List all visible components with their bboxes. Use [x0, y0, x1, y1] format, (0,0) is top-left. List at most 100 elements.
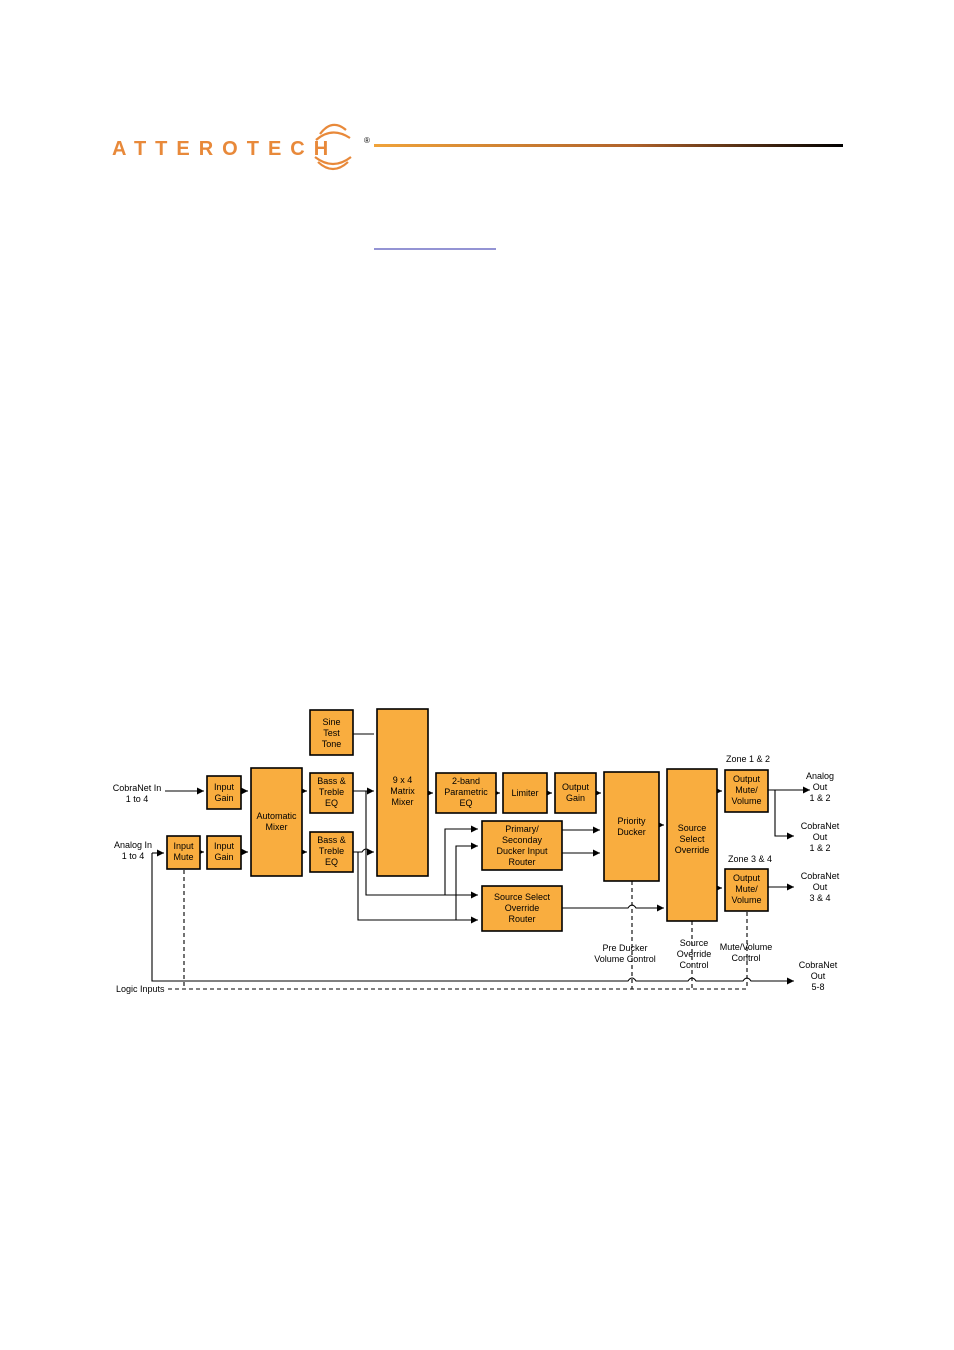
zone-1-2-label: Zone 1 & 2	[726, 754, 770, 764]
diagram-label-text: Ducker	[617, 827, 646, 837]
diagram-label-text: Matrix	[390, 786, 415, 796]
source-override-control-label: Source Override Control	[677, 938, 712, 970]
source-select-override-block: Source Select Override	[666, 768, 718, 922]
diagram-label-text: 1 & 2	[809, 793, 830, 803]
diagram-label-text: Router	[508, 914, 535, 924]
sine-test-tone-block: Sine Test Tone	[309, 709, 354, 756]
diagram-label-text: 1 to 4	[126, 794, 149, 804]
diagram-label-text: 9 x 4	[393, 775, 413, 785]
diagram-label-text: 5-8	[811, 982, 824, 992]
automatic-mixer-block: Automatic Mixer	[250, 767, 303, 877]
input-mute-block: Input Mute	[166, 835, 201, 870]
diagram-label-text: Mute/	[735, 884, 758, 894]
diagram-label-text: Priority	[617, 816, 646, 826]
zone-3-4-label: Zone 3 & 4	[728, 854, 772, 864]
diagram-label-text: Limiter	[511, 788, 538, 798]
signal-wires	[151, 733, 810, 990]
logic-inputs-label: Logic Inputs	[116, 984, 165, 994]
diagram-label-text: Input	[214, 782, 235, 792]
registered-mark: ®	[364, 136, 370, 145]
diagram-label-text: CobraNet	[799, 960, 838, 970]
diagram-label-text: EQ	[325, 857, 338, 867]
diagram-label-text: Mute/Volume	[720, 942, 773, 952]
bass-treble-eq-1-block: Bass & Treble EQ	[309, 772, 354, 814]
diagram-label-text: Volume Control	[594, 954, 656, 964]
diagram-label-text: CobraNet	[801, 821, 840, 831]
diagram-label-text: Out	[813, 782, 828, 792]
diagram-label-text: Pre Ducker	[602, 943, 647, 953]
diagram-label-text: 2-band	[452, 776, 480, 786]
cobranet-in-label: CobraNet In 1 to 4	[113, 783, 162, 804]
diagram-label-text: Analog	[806, 771, 834, 781]
diagram-label-text: Input	[214, 841, 235, 851]
input-gain-cobranet-block: Input Gain	[206, 775, 242, 810]
diagram-label-text: Treble	[319, 846, 344, 856]
diagram-label-text: 1 & 2	[809, 843, 830, 853]
diagram-label-text: Test	[323, 728, 340, 738]
diagram-label-text: Primary/	[505, 824, 539, 834]
diagram-label-text: Mixer	[392, 797, 414, 807]
mute-volume-control-label: Mute/Volume Control	[720, 942, 773, 963]
output-mute-volume-zone-3-4-block: Output Mute/ Volume	[724, 868, 769, 912]
matrix-mixer-block: 9 x 4 Matrix Mixer	[376, 708, 429, 877]
diagram-label-text: Control	[731, 953, 760, 963]
logo-swirl-icon	[314, 123, 352, 171]
priority-ducker-block: Priority Ducker	[603, 771, 660, 882]
diagram-label-text: Bass &	[317, 835, 346, 845]
diagram-label-text: Volume	[731, 895, 761, 905]
diagram-label-text: Out	[811, 971, 826, 981]
diagram-label-text: Gain	[214, 793, 233, 803]
diagram-label-text: CobraNet	[801, 871, 840, 881]
diagram-label-text: Source	[680, 938, 709, 948]
diagram-label-text: Automatic	[256, 811, 297, 821]
ducker-input-router-block: Primary/ Seconday Ducker Input Router	[481, 820, 563, 871]
diagram-label-text: Select	[679, 834, 705, 844]
diagram-label-text: Bass &	[317, 776, 346, 786]
parametric-eq-block: 2-band Parametric EQ	[435, 772, 497, 814]
diagram-label-text: Out	[813, 882, 828, 892]
cobranet-out-5-8-label: CobraNet Out 5-8	[799, 960, 838, 992]
diagram-label-text: Ducker Input	[496, 846, 548, 856]
input-gain-analog-block: Input Gain	[206, 835, 242, 870]
pre-ducker-volume-control-label: Pre Ducker Volume Control	[594, 943, 656, 964]
block-diagram: Sine Test Tone 9 x 4 Matrix Mixer Input …	[110, 706, 844, 996]
cobranet-out-1-2-label: CobraNet Out 1 & 2	[801, 821, 840, 853]
diagram-label-text: Volume	[731, 796, 761, 806]
diagram-label-text: Override	[677, 949, 712, 959]
diagram-label-text: Gain	[214, 852, 233, 862]
logo: ATTEROTECH ®	[112, 123, 370, 171]
diagram-label-text: Seconday	[502, 835, 543, 845]
diagram-label-text: Source Select	[494, 892, 551, 902]
limiter-block: Limiter	[502, 772, 548, 814]
diagram-label-text: Mute/	[735, 785, 758, 795]
diagram-label-text: Router	[508, 857, 535, 867]
logo-text: ATTEROTECH	[112, 138, 337, 160]
diagram-label-text: Output	[562, 782, 590, 792]
diagram-label-text: Out	[813, 832, 828, 842]
diagram-label-text: Control	[679, 960, 708, 970]
diagram-label-text: Sine	[322, 717, 340, 727]
diagram-label-text: Analog In	[114, 840, 152, 850]
diagram-label-text: Source	[678, 823, 707, 833]
diagram-label-text: Treble	[319, 787, 344, 797]
diagram-label-text: Mixer	[266, 822, 288, 832]
diagram-label-text: EQ	[325, 798, 338, 808]
diagram-label-text: Gain	[566, 793, 585, 803]
bass-treble-eq-2-block: Bass & Treble EQ	[309, 831, 354, 873]
diagram-label-text: Override	[675, 845, 710, 855]
diagram-label-text: Output	[733, 774, 761, 784]
diagram-label-text: Parametric	[444, 787, 488, 797]
header: ATTEROTECH ®	[112, 123, 843, 250]
cobranet-out-3-4-label: CobraNet Out 3 & 4	[801, 871, 840, 903]
analog-out-label: Analog Out 1 & 2	[806, 771, 834, 803]
diagram-label-text: Override	[505, 903, 540, 913]
diagram-label-text: Output	[733, 873, 761, 883]
diagram-label-text: EQ	[459, 798, 472, 808]
diagram-label-text: Mute	[173, 852, 193, 862]
diagram-label-text: 1 to 4	[122, 851, 145, 861]
diagram-label-text: Input	[173, 841, 194, 851]
diagram-label-text: 3 & 4	[809, 893, 830, 903]
analog-in-label: Analog In 1 to 4	[114, 840, 152, 861]
header-rule	[374, 144, 843, 147]
